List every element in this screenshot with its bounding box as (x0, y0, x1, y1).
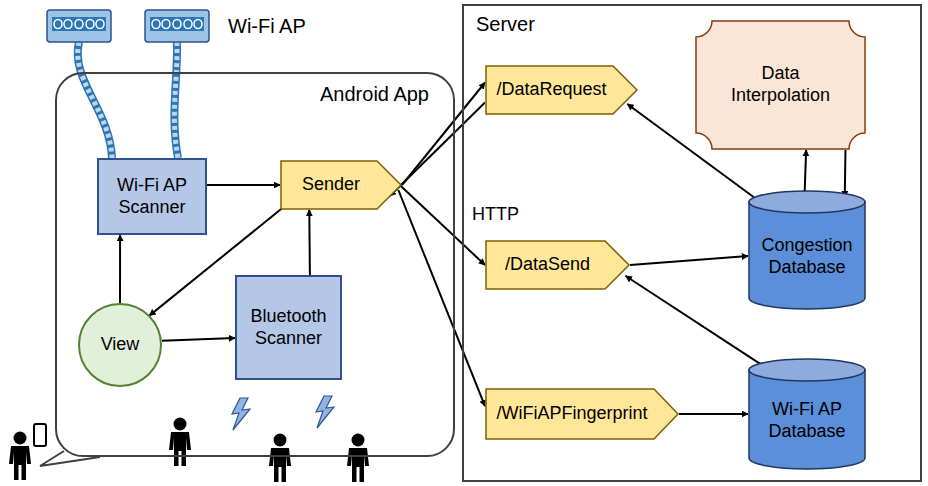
endpoint-pentagon: /DataRequest (485, 65, 638, 115)
node-label: Wi-Fi AP Scanner (107, 175, 197, 218)
cylinder-body (749, 370, 865, 469)
view-circle: View (78, 303, 162, 387)
ap-cable (174, 42, 178, 158)
region-title: Android App (320, 82, 429, 106)
group-region: /DataRequest Data Interpolation/DataSend C… (462, 4, 922, 482)
endpoint-pentagon: /DataSend (485, 240, 630, 290)
connector-arrow (207, 184, 280, 186)
connector-arrow (119, 235, 121, 303)
pentagon-outline (486, 389, 678, 439)
cylinder-top (749, 359, 865, 381)
connector-arrow (626, 276, 760, 364)
connector-arrow (679, 413, 748, 415)
node-label: View (101, 334, 140, 356)
node-label: /WiFiAPFingerprint (496, 403, 647, 425)
group-region: Wi-Fi AP Scanner SenderView Bluetooth Scan… (55, 72, 455, 457)
connector-arrow (308, 210, 311, 275)
node-label: /DataSend (505, 254, 590, 276)
connector-arrow (630, 256, 748, 265)
pentagon-outline (281, 161, 401, 209)
process-octagon: Data Interpolation (695, 20, 866, 150)
node-label: Data Interpolation (711, 63, 850, 106)
annotation-label: HTTP (472, 204, 519, 225)
node-label: Wi-Fi AP Database (754, 399, 860, 442)
annotation-label: Wi-Fi AP (228, 15, 306, 38)
endpoint-pentagon: Sender (280, 160, 402, 210)
region-title: Server (476, 12, 535, 36)
endpoint-pentagon: /WiFiAPFingerprint (485, 388, 679, 440)
pentagon-outline (486, 241, 629, 289)
octagon-outline (696, 21, 865, 149)
pentagon-outline (486, 66, 637, 114)
database-cylinder: Congestion Database (748, 190, 866, 310)
connector-arrow (844, 150, 847, 197)
connector-arrow (805, 150, 807, 192)
ap-cable (174, 42, 178, 158)
ap-cable (78, 42, 112, 158)
node-label: Bluetooth Scanner (245, 306, 332, 349)
ap-cable (78, 42, 112, 158)
connector-arrow (162, 338, 235, 341)
cylinder-top (749, 191, 865, 213)
node-label: /DataRequest (496, 79, 606, 101)
cylinder-body (749, 202, 865, 309)
process-box: Bluetooth Scanner (235, 275, 342, 380)
connector-arrow (390, 103, 485, 197)
wifi-ap-icon (47, 10, 111, 42)
database-cylinder: Wi-Fi AP Database (748, 358, 866, 470)
bubble-tail (40, 451, 100, 466)
wifi-ap-icon (145, 10, 209, 42)
node-label: Congestion Database (754, 235, 860, 278)
process-box: Wi-Fi AP Scanner (97, 158, 207, 235)
phone-icon (34, 424, 46, 446)
node-label: Sender (302, 174, 360, 196)
